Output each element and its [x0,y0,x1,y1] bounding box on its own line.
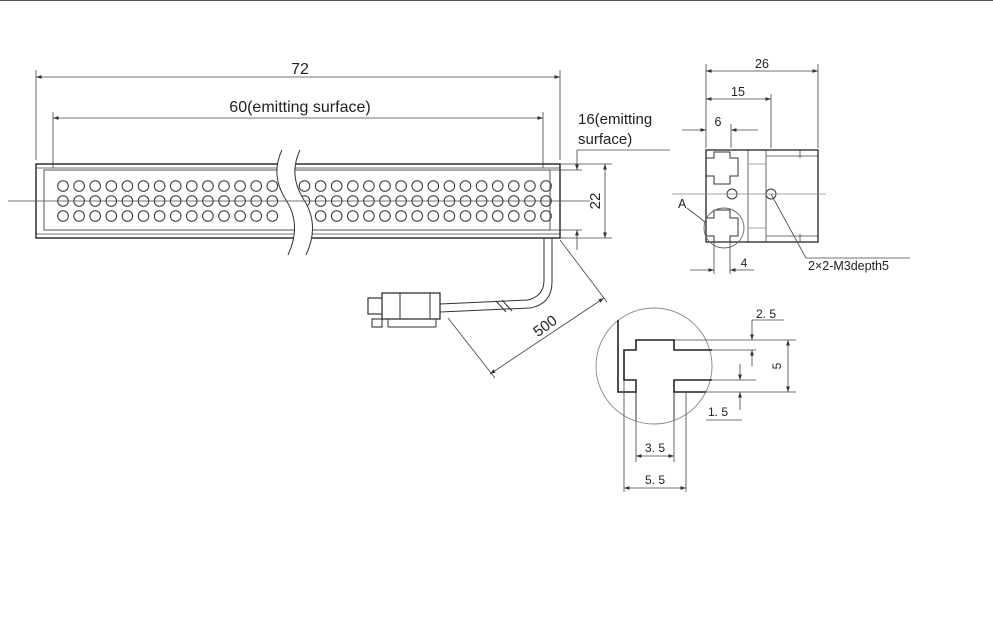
front-view: 72 60(emitting surface) 22 16(emitting s… [8,61,670,379]
dim-detail-1-5: 1. 5 [708,405,728,419]
led-dot [491,210,504,222]
break-line-left [276,149,295,256]
led-dot [363,180,375,192]
led-dot [186,210,198,222]
led-dot [234,180,246,192]
led-dot [330,210,343,222]
led-dot [121,210,134,222]
led-dot [395,180,407,192]
led-dot [427,210,440,222]
led-dot [153,180,166,192]
led-dot [202,210,214,222]
dim-emitting-width-line1: 16(emitting [578,111,652,128]
led-dot [540,180,552,192]
led-dot [475,210,488,222]
side-body [705,149,819,243]
dim-cable-length: 500 [530,312,560,340]
led-dot [186,180,198,192]
detail-circle-a [703,207,745,249]
led-dot [330,180,343,192]
led-dot [169,180,182,192]
led-dot [266,210,279,222]
led-dot [121,180,134,192]
led-dot [218,180,230,192]
led-dot [105,180,118,192]
connector [367,292,441,328]
led-dot [57,210,69,222]
led-dot [427,180,440,192]
led-dot [347,180,359,192]
led-dot [443,180,456,192]
detail-slot-profile [617,320,712,393]
led-dot [234,210,246,222]
dim-detail-5-5: 5. 5 [645,473,665,487]
detail-circle [595,307,713,425]
led-dot [475,180,488,192]
led-dot [89,180,101,192]
led-dot [218,210,230,222]
detail-view: 2. 5 5 1. 5 3. 5 5. 5 [595,307,796,492]
detail-marker-a: A [678,197,687,211]
led-dot [411,210,424,222]
led-dot [459,180,472,192]
t-slot-bottom [706,209,739,243]
led-dot [137,210,150,222]
side-view: 26 15 6 A 4 [672,57,910,274]
led-dot [508,180,520,192]
led-dot [250,180,263,192]
led-dot [524,210,536,222]
t-slot-top [706,151,739,185]
led-dot [379,180,391,192]
dim-detail-2-5: 2. 5 [756,307,776,321]
dim-height: 22 [587,193,604,210]
dim-emitting-length: 60(emitting surface) [229,99,370,116]
dim-detail-5: 5 [770,362,784,369]
led-dot [443,210,456,222]
led-dot [266,180,279,192]
led-dot [314,180,327,192]
led-dot [314,210,327,222]
led-dot [298,180,311,192]
led-dot [73,180,85,192]
led-dot [363,210,375,222]
dim-detail-3-5: 3. 5 [645,441,665,455]
led-dot [491,180,504,192]
cable [439,238,545,305]
led-dot [250,210,263,222]
dim-overall-length: 72 [291,61,309,78]
led-dot [508,210,520,222]
dim-side-15: 15 [731,85,745,99]
break-line-right [294,149,313,256]
dim-side-4: 4 [741,256,748,270]
led-dot [540,210,552,222]
led-dot [411,180,424,192]
led-dot [459,210,472,222]
led-dot [57,180,69,192]
led-dot [202,180,214,192]
led-dot [524,180,536,192]
led-dot [153,210,166,222]
led-dot [169,210,182,222]
dim-emitting-width-line2: surface) [578,131,632,148]
led-dot [73,210,85,222]
dim-side-width: 26 [755,57,769,71]
led-dot [395,210,407,222]
mount-hole-callout: 2×2-M3depth5 [808,259,889,273]
led-dot [347,210,359,222]
led-dot [137,180,150,192]
dim-side-6: 6 [715,115,722,129]
led-dot [379,210,391,222]
led-dot [89,210,101,222]
led-dot [105,210,118,222]
